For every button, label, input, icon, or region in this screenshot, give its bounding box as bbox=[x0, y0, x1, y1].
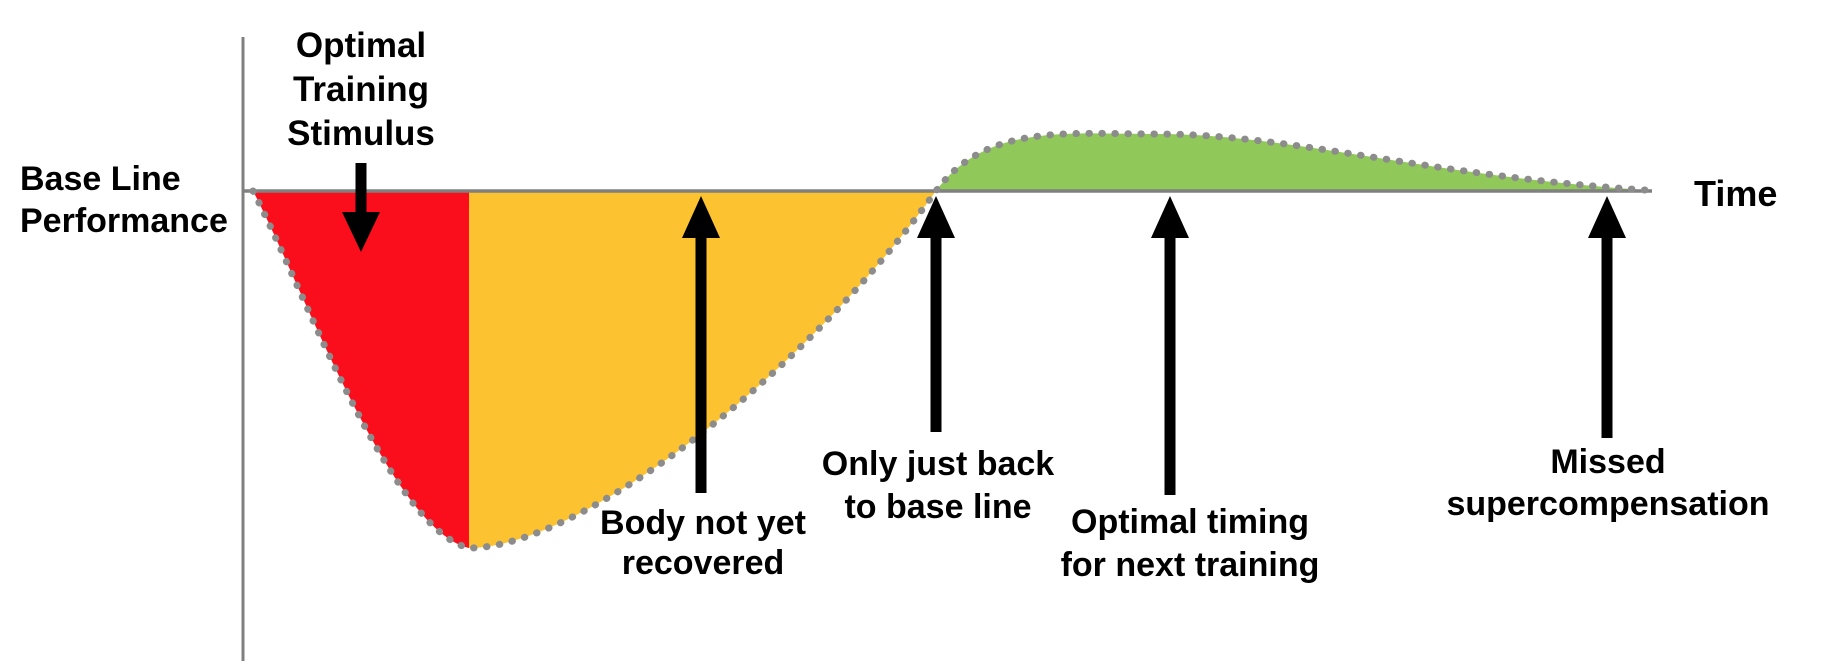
back-to-baseline-up-arrow bbox=[917, 196, 955, 432]
y-axis-label-line-2: Performance bbox=[20, 202, 228, 240]
x-axis-label: Time bbox=[1694, 173, 1824, 215]
missed-supercompensation-up-arrow bbox=[1588, 196, 1626, 438]
y-axis-label-line-1: Base Line bbox=[20, 160, 181, 198]
x-axis-label-text: Time bbox=[1694, 173, 1778, 214]
body-not-recovered-line-2: recovered bbox=[621, 544, 785, 582]
training-stimulus-line-1: Optimal bbox=[295, 26, 427, 65]
back-to-baseline-line-2: to base line bbox=[844, 488, 1032, 526]
training-stimulus-line-2: Training bbox=[292, 70, 430, 109]
missed-supercompensation-line-2: supercompensation bbox=[1446, 485, 1770, 523]
supercompensation-green-region bbox=[936, 133, 1645, 191]
optimal-timing-label: Optimal timing for next training bbox=[1025, 501, 1355, 587]
body-not-recovered-label: Body not yet recovered bbox=[553, 503, 853, 583]
missed-supercompensation-line-1: Missed bbox=[1550, 443, 1666, 481]
y-axis-label: Base Line Performance bbox=[20, 158, 300, 242]
missed-supercompensation-label: Missed supercompensation bbox=[1438, 441, 1778, 525]
back-to-baseline-label: Only just back to base line bbox=[788, 443, 1088, 529]
training-stimulus-line-3: Stimulus bbox=[287, 114, 435, 153]
optimal-timing-up-arrow bbox=[1151, 196, 1189, 495]
fatigue-red-region bbox=[253, 191, 469, 548]
back-to-baseline-line-1: Only just back bbox=[821, 445, 1055, 483]
body-not-recovered-line-1: Body not yet bbox=[600, 504, 806, 542]
optimal-timing-line-2: for next training bbox=[1060, 546, 1320, 584]
performance-curve bbox=[249, 129, 1649, 552]
training-stimulus-label: Optimal Training Stimulus bbox=[211, 24, 511, 156]
optimal-timing-line-1: Optimal timing bbox=[1071, 503, 1309, 541]
training-stimulus-down-arrow bbox=[342, 163, 380, 252]
body-not-recovered-up-arrow bbox=[682, 196, 720, 493]
